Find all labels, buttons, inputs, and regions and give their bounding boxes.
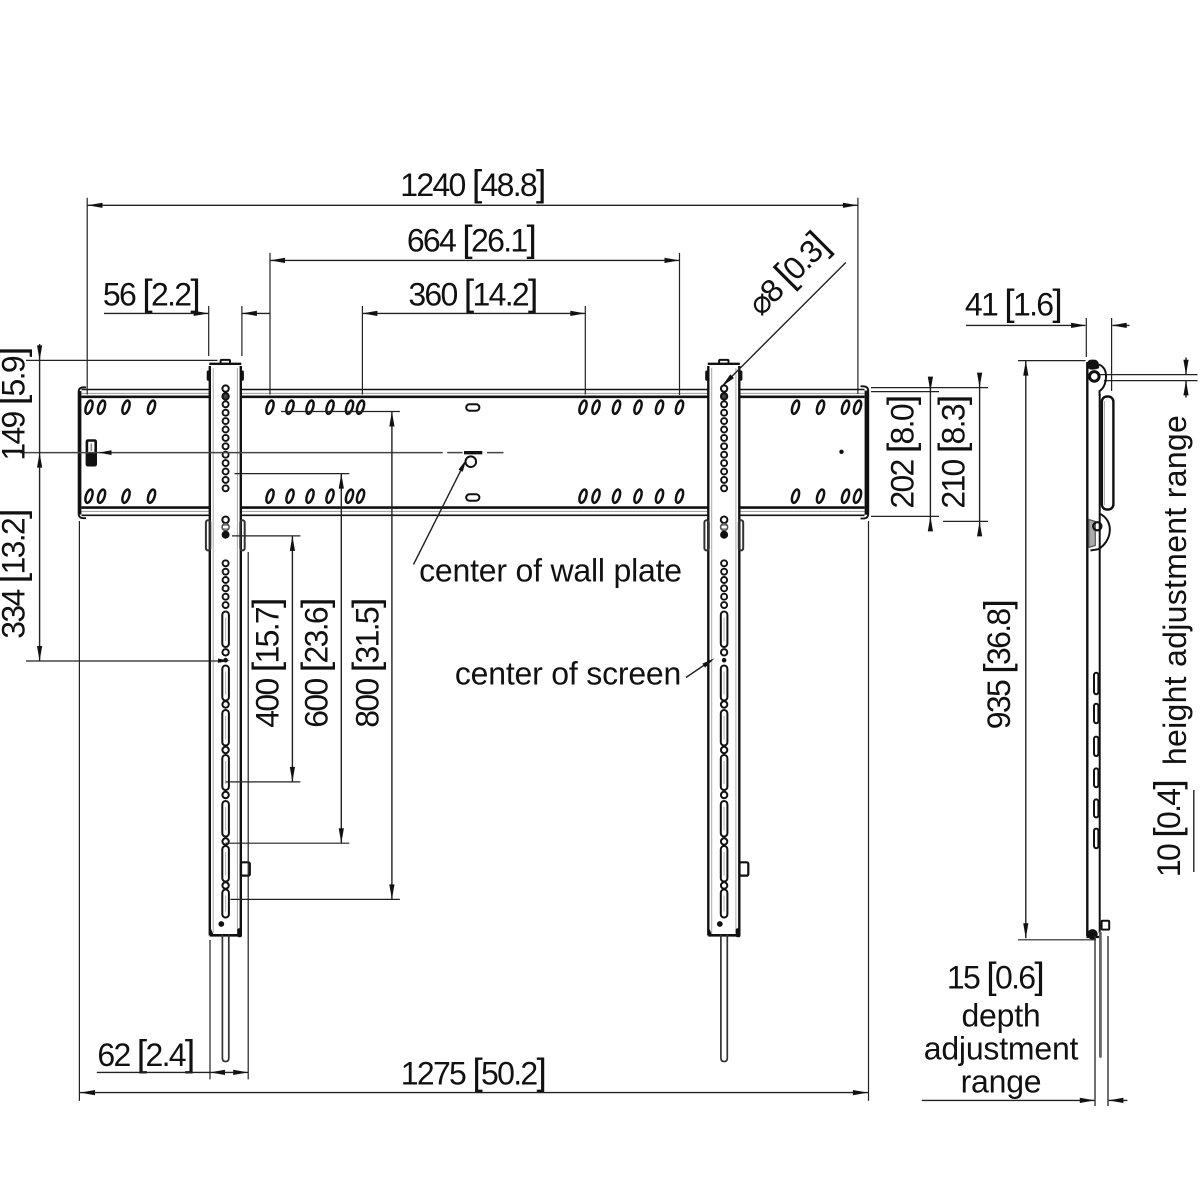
svg-text:center of screen: center of screen <box>455 656 681 692</box>
svg-text:664 [26.1]: 664 [26.1] <box>407 217 535 259</box>
svg-text:range: range <box>961 1063 1042 1099</box>
svg-text:800 [31.5]: 800 [31.5] <box>345 599 387 727</box>
svg-text:400 [15.7]: 400 [15.7] <box>245 599 287 727</box>
svg-text:56 [2.2]: 56 [2.2] <box>103 272 199 314</box>
svg-text:41 [1.6]: 41 [1.6] <box>965 281 1061 323</box>
svg-text:600 [23.6]: 600 [23.6] <box>294 599 336 727</box>
svg-text:935 [36.8]: 935 [36.8] <box>976 601 1018 729</box>
svg-text:202 [8.0]: 202 [8.0] <box>880 396 922 508</box>
svg-text:334 [13.2]: 334 [13.2] <box>0 510 33 638</box>
svg-text:210 [8.3]: 210 [8.3] <box>931 396 973 508</box>
svg-text:adjustment: adjustment <box>924 1030 1079 1066</box>
svg-text:1275 [50.2]: 1275 [50.2] <box>401 1051 545 1093</box>
svg-text:10 [0.4]: 10 [0.4] <box>1146 781 1188 877</box>
svg-text:360 [14.2]: 360 [14.2] <box>408 272 536 314</box>
svg-text:depth: depth <box>961 997 1040 1033</box>
svg-text:149 [5.9]: 149 [5.9] <box>0 348 33 460</box>
svg-text:1240 [48.8]: 1240 [48.8] <box>400 162 544 204</box>
svg-text:height adjustment range: height adjustment range <box>1157 415 1193 765</box>
svg-text:62 [2.4]: 62 [2.4] <box>97 1032 193 1074</box>
svg-text:15 [0.6]: 15 [0.6] <box>947 954 1043 996</box>
svg-text:center of wall plate: center of wall plate <box>419 553 682 589</box>
